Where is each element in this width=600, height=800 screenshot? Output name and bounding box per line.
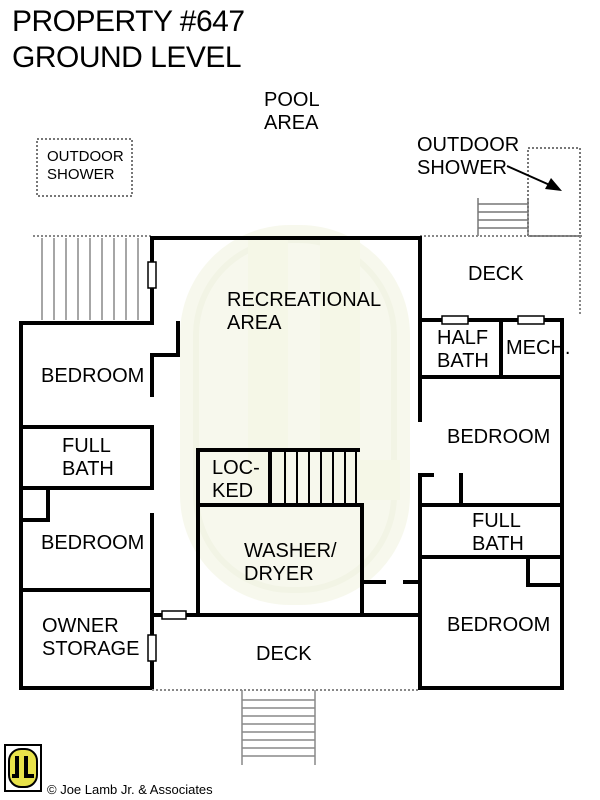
steps-bottom — [241, 690, 316, 765]
locked-label: LOC-KED — [212, 457, 260, 502]
deck-outline-dotted — [33, 235, 582, 316]
bedroom-left-mid-label: BEDROOM — [41, 532, 145, 554]
mech-label: MECH. — [506, 337, 571, 359]
company-logo — [4, 744, 42, 792]
shower-arrow — [506, 165, 553, 187]
bedroom-right-bottom-label: BEDROOM — [447, 614, 551, 636]
copyright-text: © Joe Lamb Jr. & Associates — [47, 782, 213, 797]
steps-top-left — [41, 238, 139, 320]
stairs-interior — [284, 452, 357, 503]
title-line-2: GROUND LEVEL — [12, 41, 242, 74]
outdoor-shower-right-outline — [527, 147, 581, 237]
watermark-logo — [180, 225, 410, 605]
logo-mark — [8, 748, 38, 788]
title-line-1: PROPERTY #647 — [12, 5, 245, 38]
deck-bottom-label: DECK — [256, 643, 312, 665]
windows — [147, 261, 545, 662]
bedroom-right-top-label: BEDROOM — [447, 426, 551, 448]
shower-arrow-head — [545, 178, 562, 191]
deck-top-right-label: DECK — [468, 263, 524, 285]
washer-dryer-label: WASHER/DRYER — [244, 540, 337, 585]
bedroom-left-top-label: BEDROOM — [41, 365, 145, 387]
steps-top-right — [477, 198, 529, 236]
